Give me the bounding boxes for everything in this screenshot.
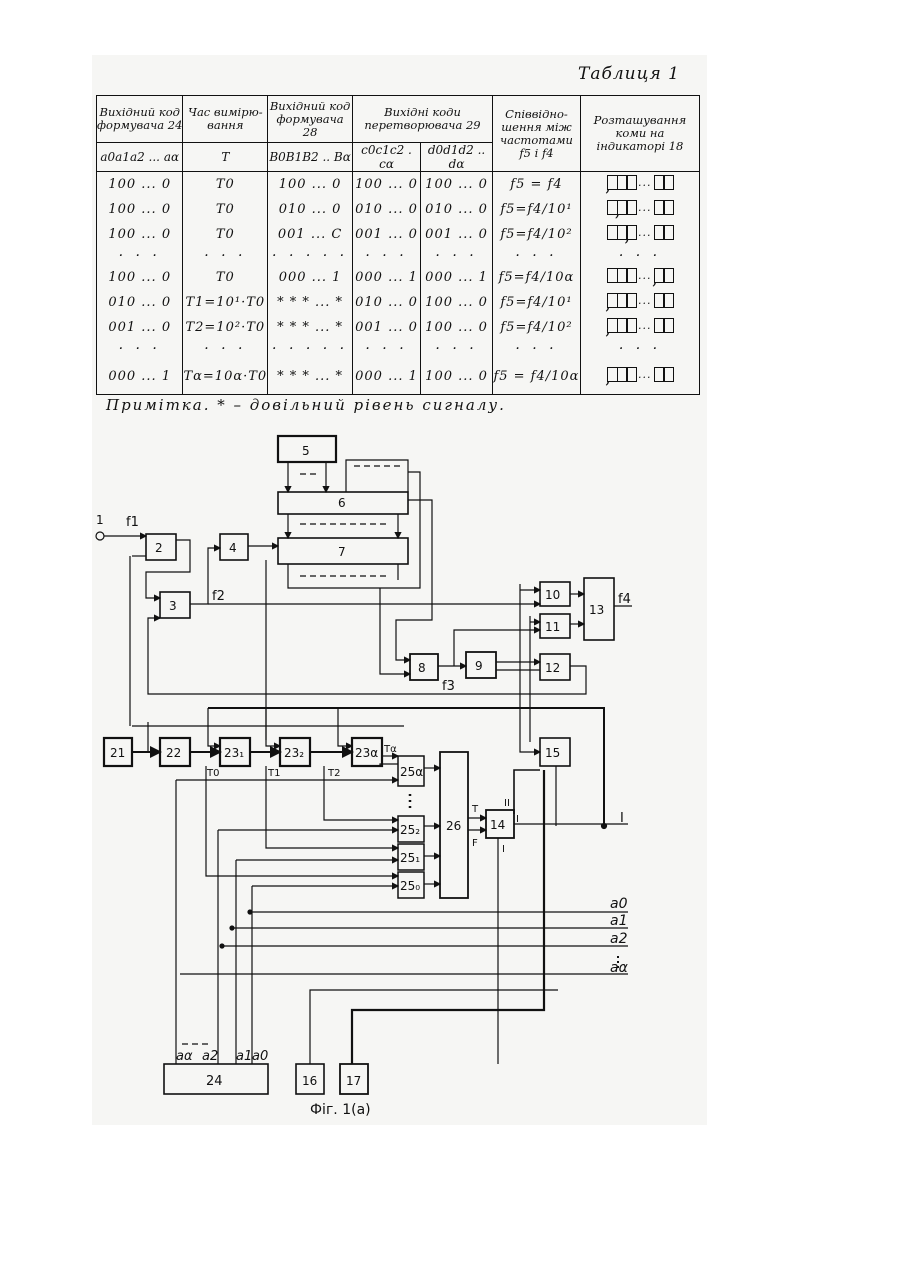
block-10: 10 <box>540 582 570 606</box>
block-5: 5 <box>278 436 336 462</box>
svg-text:14: 14 <box>490 818 505 832</box>
label-t0: T0 <box>206 768 219 779</box>
block-7: 7 <box>278 538 408 564</box>
block-23-2: 23₂ <box>280 738 310 766</box>
block-14: 14 <box>486 810 514 838</box>
svg-text:4: 4 <box>229 541 237 555</box>
label-t1: T1 <box>267 768 280 779</box>
block-11: 11 <box>540 614 570 638</box>
block-25-0: 25₀ <box>398 872 424 898</box>
svg-text:5: 5 <box>302 444 310 458</box>
svg-text:13: 13 <box>589 603 604 617</box>
label-aalpha: aα <box>610 960 629 976</box>
svg-text:26: 26 <box>446 819 461 833</box>
svg-text:24: 24 <box>206 1074 223 1089</box>
label-24-a1: a1 <box>236 1049 252 1064</box>
label-a2: a2 <box>610 931 628 947</box>
svg-text:23α: 23α <box>355 746 378 760</box>
svg-text:16: 16 <box>302 1074 317 1088</box>
label-i-out: I <box>516 814 519 825</box>
label-t2: T2 <box>327 768 340 779</box>
label-i-in: I <box>502 844 505 855</box>
block-26: 26 <box>440 752 468 898</box>
svg-text:25₂: 25₂ <box>400 823 420 837</box>
label-f2: f2 <box>212 589 225 604</box>
svg-text:10: 10 <box>545 588 560 602</box>
label-f4: f4 <box>618 592 631 607</box>
block-23-alpha: 23α <box>352 738 382 766</box>
block-4: 4 <box>220 534 248 560</box>
svg-text:25α: 25α <box>400 765 423 779</box>
block-9: 9 <box>466 652 496 678</box>
block-13: 13 <box>584 578 614 640</box>
svg-text:15: 15 <box>545 746 560 760</box>
svg-text:6: 6 <box>338 496 346 510</box>
block-17: 17 <box>340 1064 368 1094</box>
label-i-bus: I <box>620 811 624 826</box>
label-f: F <box>472 838 478 849</box>
svg-text:2: 2 <box>155 541 163 555</box>
svg-text:21: 21 <box>110 746 125 760</box>
block-25-1: 25₁ <box>398 844 424 870</box>
block-8: 8 <box>410 654 438 680</box>
svg-text:1: 1 <box>96 513 104 527</box>
label-talpha: Tα <box>383 744 397 755</box>
block-24: 24 <box>164 1064 268 1094</box>
svg-text:f1: f1 <box>126 515 139 530</box>
block-21: 21 <box>104 738 132 766</box>
label-24-a2: a2 <box>202 1049 218 1064</box>
svg-text:12: 12 <box>545 661 560 675</box>
label-t: T <box>471 804 479 815</box>
svg-text:23₁: 23₁ <box>224 746 244 760</box>
block-3: 3 <box>160 592 190 618</box>
input-terminal: 1 f1 <box>96 513 146 540</box>
label-24-a0: a0 <box>252 1049 268 1064</box>
block-15: 16 <box>296 1064 324 1094</box>
block-12: 12 <box>540 654 570 680</box>
block-22: 22 <box>160 738 190 766</box>
block-25-alpha: 25α <box>398 756 424 786</box>
label-ii: II <box>504 798 510 809</box>
label-f3: f3 <box>442 679 455 694</box>
svg-text:3: 3 <box>169 599 177 613</box>
block-6: 6 <box>278 492 408 514</box>
label-24-aalpha: aα <box>176 1049 193 1064</box>
svg-text:11: 11 <box>545 620 560 634</box>
svg-text:23₂: 23₂ <box>284 746 304 760</box>
block-2: 2 <box>146 534 176 560</box>
figure-caption: Фіг. 1(а) <box>310 1102 371 1118</box>
block-23-1: 23₁ <box>220 738 250 766</box>
block-25-2: 25₂ <box>398 816 424 842</box>
svg-text:25₀: 25₀ <box>400 879 420 893</box>
block-16: 15 <box>540 738 570 766</box>
svg-text:25₁: 25₁ <box>400 851 420 865</box>
label-a1: a1 <box>610 913 628 929</box>
svg-text:8: 8 <box>418 661 426 675</box>
svg-text:22: 22 <box>166 746 181 760</box>
svg-text:9: 9 <box>475 659 483 673</box>
label-a0: a0 <box>610 896 628 912</box>
svg-text:7: 7 <box>338 545 346 559</box>
svg-text:17: 17 <box>346 1074 361 1088</box>
